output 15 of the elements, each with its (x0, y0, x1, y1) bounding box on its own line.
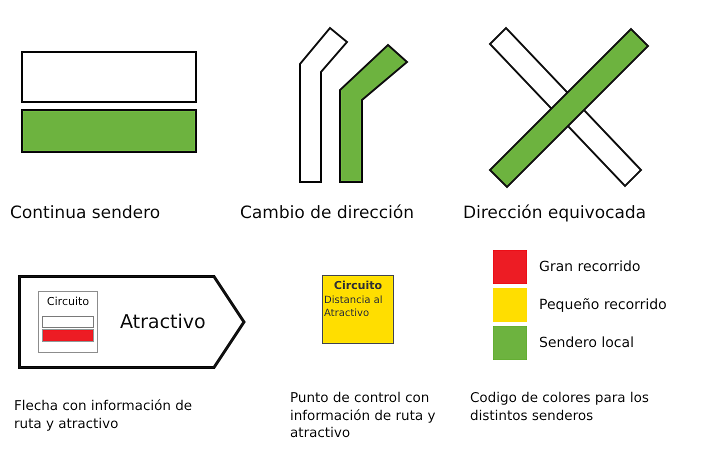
panel-text: Circuito (46, 295, 90, 308)
post-text: Distancia al Atractivo (324, 294, 384, 320)
caption: Continua sendero (10, 202, 162, 224)
node-label: Flecha con información de ruta y atractivo (14, 398, 194, 434)
caption: Cambio de dirección (240, 202, 416, 224)
sign-text: Atractivo (120, 311, 206, 333)
caption: Dirección equivocada (463, 202, 648, 224)
caption: Codigo de colores para los distintos senderos (470, 390, 650, 426)
route-panel (38, 291, 98, 353)
node-label: Punto de control con información de ruta y atractivo (290, 390, 436, 443)
legend-text: Pequeño recorrido (539, 297, 667, 313)
legend-text: Gran recorrido (539, 259, 640, 275)
post-heading: Circuito (334, 279, 382, 292)
legend-text: Sendero local (539, 335, 634, 351)
control-post (322, 275, 394, 344)
